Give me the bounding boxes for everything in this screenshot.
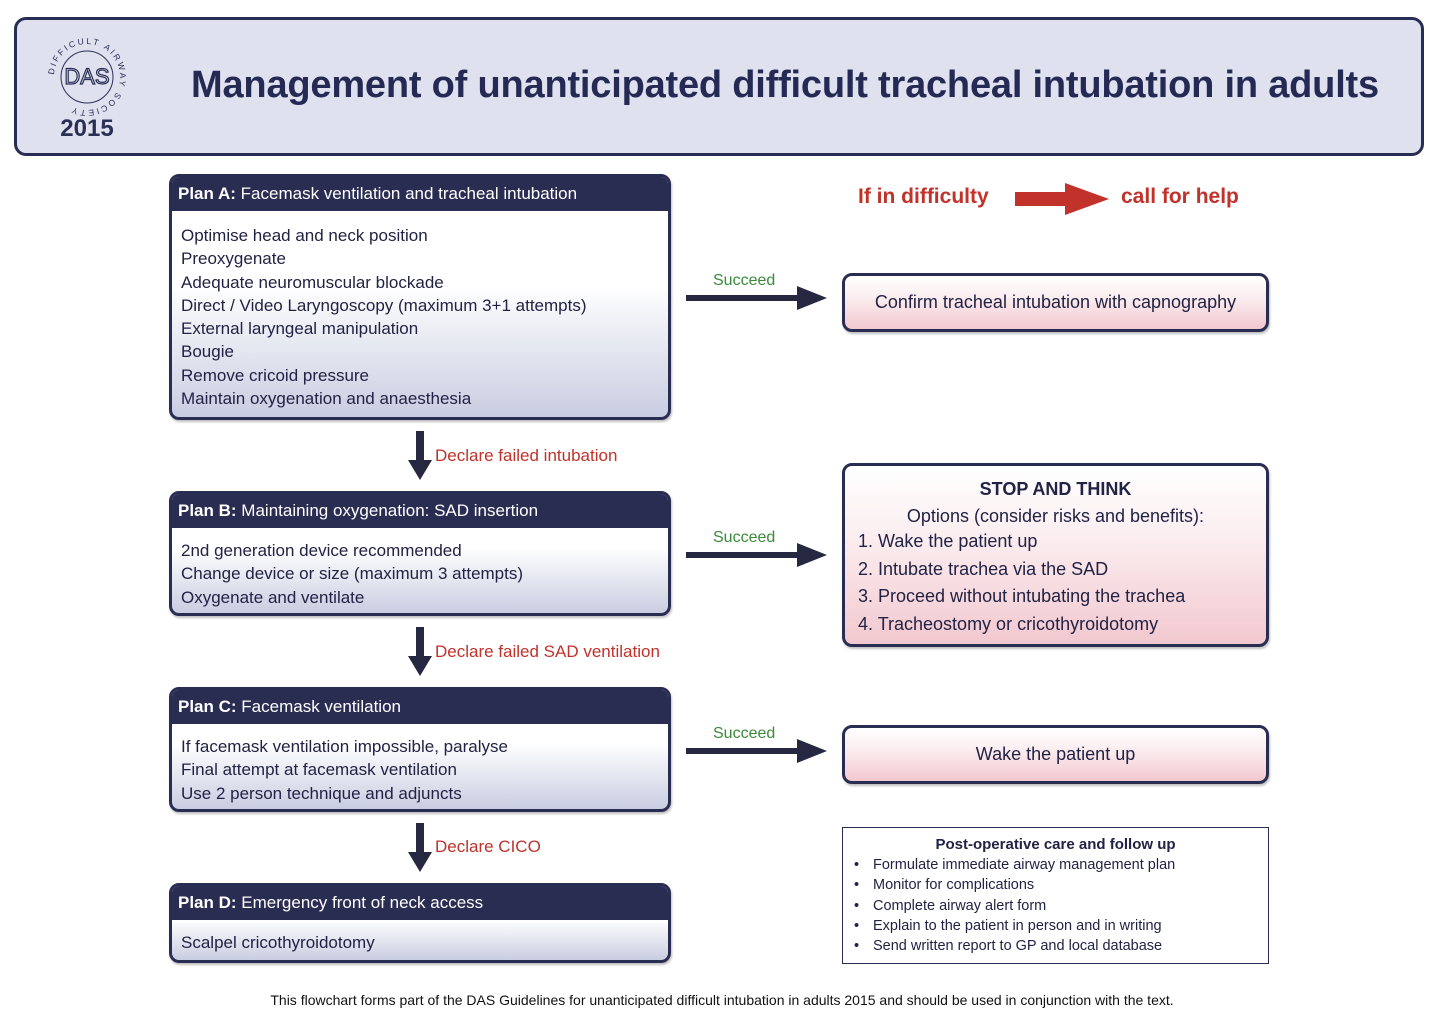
postop-list: Formulate immediate airway management pl… bbox=[843, 855, 1268, 957]
das-logo: DIFFICULT AIRWAY SOCIETY DAS bbox=[46, 36, 126, 118]
outcome-stop-and-think: STOP AND THINK Options (consider risks a… bbox=[842, 463, 1269, 647]
right-arrow-icon-head bbox=[797, 543, 827, 567]
outcome-confirm-intubation: Confirm tracheal intubation with capnogr… bbox=[842, 273, 1269, 332]
down-arrow-icon bbox=[416, 823, 424, 853]
down-arrow-icon-head bbox=[408, 852, 432, 872]
list-item: Formulate immediate airway management pl… bbox=[854, 855, 1268, 876]
down-arrow-icon bbox=[416, 627, 424, 657]
transition-label-a: Declare failed intubation bbox=[435, 446, 618, 465]
list-item: Send written report to GP and local data… bbox=[854, 936, 1268, 957]
plan-b-header: Plan B: Maintaining oxygenation: SAD ins… bbox=[172, 494, 668, 531]
outcome-c-text: Wake the patient up bbox=[975, 744, 1136, 764]
list-item: 1. Wake the patient up bbox=[858, 531, 1038, 551]
stop-think-options: 1. Wake the patient up 2. Intubate trach… bbox=[845, 528, 1266, 638]
help-text-left: If in difficulty bbox=[858, 185, 989, 208]
plan-d-box: Plan D: Emergency front of neck access S… bbox=[169, 883, 671, 963]
right-arrow-icon-head bbox=[1065, 183, 1109, 215]
list-item: 4. Tracheostomy or cricothyroidotomy bbox=[858, 613, 1159, 634]
down-arrow-icon-head bbox=[408, 460, 432, 480]
list-item: Final attempt at facemask ventilation bbox=[181, 760, 457, 780]
plan-d-header: Plan D: Emergency front of neck access bbox=[172, 886, 668, 923]
outcome-a-text: Confirm tracheal intubation with capnogr… bbox=[874, 292, 1237, 312]
stop-think-subtitle: Options (consider risks and benefits): bbox=[906, 506, 1205, 526]
list-item: Direct / Video Laryngoscopy (maximum 3+1… bbox=[181, 295, 587, 315]
list-item: Scalpel cricothyroidotomy bbox=[181, 933, 375, 952]
right-arrow-icon bbox=[686, 552, 798, 558]
list-item: 2. Intubate trachea via the SAD bbox=[858, 558, 1109, 579]
down-arrow-icon bbox=[416, 431, 424, 461]
plan-c-box: Plan C: Facemask ventilation If facemask… bbox=[169, 687, 671, 812]
right-arrow-icon bbox=[1015, 192, 1067, 206]
postop-care-box: Post-operative care and follow up Formul… bbox=[842, 827, 1269, 964]
postop-title: Post-operative care and follow up bbox=[935, 836, 1176, 853]
plan-b-box: Plan B: Maintaining oxygenation: SAD ins… bbox=[169, 491, 671, 616]
right-arrow-icon-head bbox=[797, 286, 827, 310]
page-title: Management of unanticipated difficult tr… bbox=[191, 64, 1379, 106]
header-banner bbox=[14, 17, 1424, 156]
list-item: Oxygenate and ventilate bbox=[181, 587, 365, 607]
list-item: Use 2 person technique and adjuncts bbox=[181, 783, 462, 803]
succeed-label-a: Succeed bbox=[713, 272, 776, 289]
footer-note: This flowchart forms part of the DAS Gui… bbox=[270, 992, 1174, 1008]
succeed-label-c: Succeed bbox=[713, 725, 776, 742]
plan-a-items: Optimise head and neck position Preoxyge… bbox=[172, 214, 668, 416]
plan-c-header: Plan C: Facemask ventilation bbox=[172, 690, 668, 727]
plan-d-items: Scalpel cricothyroidotomy bbox=[172, 923, 668, 960]
list-item: Explain to the patient in person and in … bbox=[854, 916, 1268, 937]
list-item: If facemask ventilation impossible, para… bbox=[181, 737, 508, 756]
list-item: Complete airway alert form bbox=[854, 896, 1268, 917]
list-item: 2nd generation device recommended bbox=[181, 541, 462, 560]
outcome-wake-patient: Wake the patient up bbox=[842, 725, 1269, 784]
list-item: Remove cricoid pressure bbox=[181, 365, 370, 385]
right-arrow-icon bbox=[686, 295, 798, 301]
list-item: Monitor for complications bbox=[854, 875, 1268, 896]
list-item: External laryngeal manipulation bbox=[181, 319, 419, 339]
list-item: 3. Proceed without intubating the trache… bbox=[858, 586, 1186, 606]
list-item: Bougie bbox=[181, 342, 234, 362]
right-arrow-icon bbox=[686, 748, 798, 754]
list-item: Adequate neuromuscular blockade bbox=[181, 272, 444, 292]
list-item: Change device or size (maximum 3 attempt… bbox=[181, 564, 524, 584]
stop-think-title: STOP AND THINK bbox=[979, 479, 1132, 499]
plan-a-box: Plan A: Facemask ventilation and trachea… bbox=[169, 174, 671, 420]
logo-year: 2015 bbox=[60, 115, 114, 142]
succeed-label-b: Succeed bbox=[713, 529, 776, 546]
svg-text:DAS: DAS bbox=[64, 64, 109, 89]
transition-label-b: Declare failed SAD ventilation bbox=[435, 642, 660, 661]
plan-c-items: If facemask ventilation impossible, para… bbox=[172, 727, 668, 809]
right-arrow-icon-head bbox=[797, 739, 827, 763]
transition-label-c: Declare CICO bbox=[435, 837, 541, 856]
help-text-right: call for help bbox=[1121, 185, 1239, 208]
list-item: Optimise head and neck position bbox=[181, 226, 428, 245]
plan-a-header: Plan A: Facemask ventilation and trachea… bbox=[172, 177, 668, 214]
list-item: Preoxygenate bbox=[181, 249, 286, 269]
plan-b-items: 2nd generation device recommended Change… bbox=[172, 531, 668, 613]
down-arrow-icon-head bbox=[408, 656, 432, 676]
list-item: Maintain oxygenation and anaesthesia bbox=[181, 389, 472, 409]
